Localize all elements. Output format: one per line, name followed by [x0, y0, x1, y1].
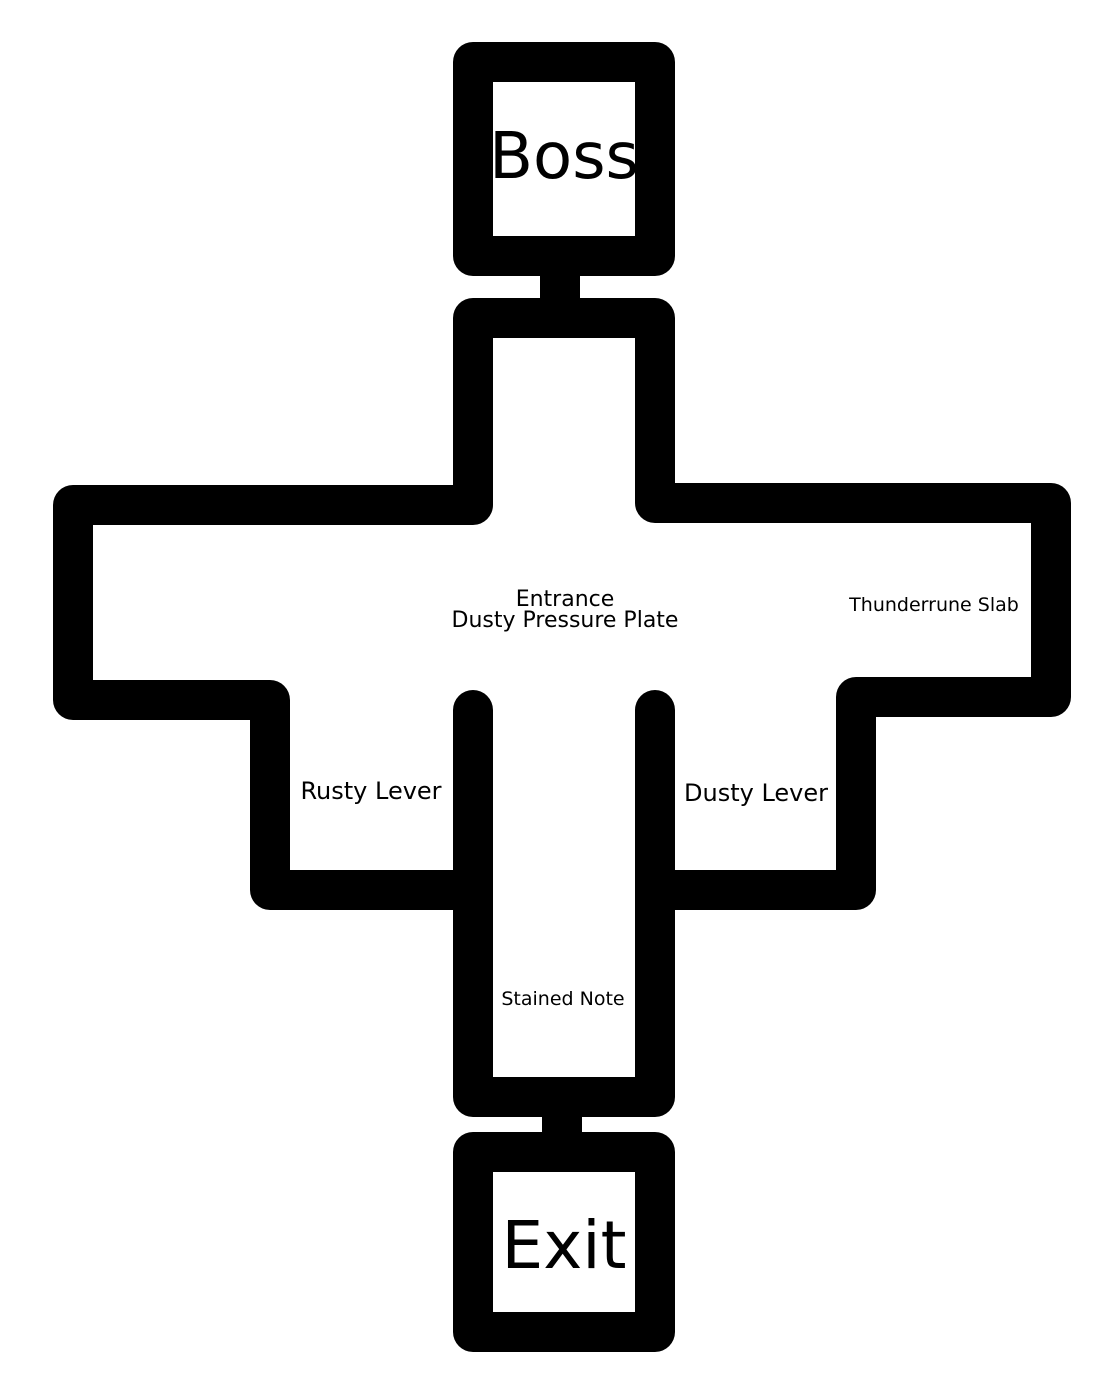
boss-room: Boss [453, 42, 675, 276]
boss-room-label: Boss [489, 120, 639, 194]
dusty-pressure-plate-label: Dusty Pressure Plate [452, 608, 679, 633]
central-hall-wall [53, 298, 1071, 1117]
entrance-label: Entrance [516, 587, 615, 612]
exit-room-wall [453, 1132, 675, 1352]
dusty-lever-label: Dusty Lever [684, 779, 828, 807]
rusty-lever-label: Rusty Lever [300, 777, 441, 805]
exit-room: Exit [453, 1132, 675, 1352]
thunderrune-slab-label: Thunderrune Slab [848, 594, 1019, 616]
stained-note-label: Stained Note [501, 988, 624, 1010]
boss-room-wall [453, 42, 675, 276]
exit-room-label: Exit [502, 1207, 627, 1284]
